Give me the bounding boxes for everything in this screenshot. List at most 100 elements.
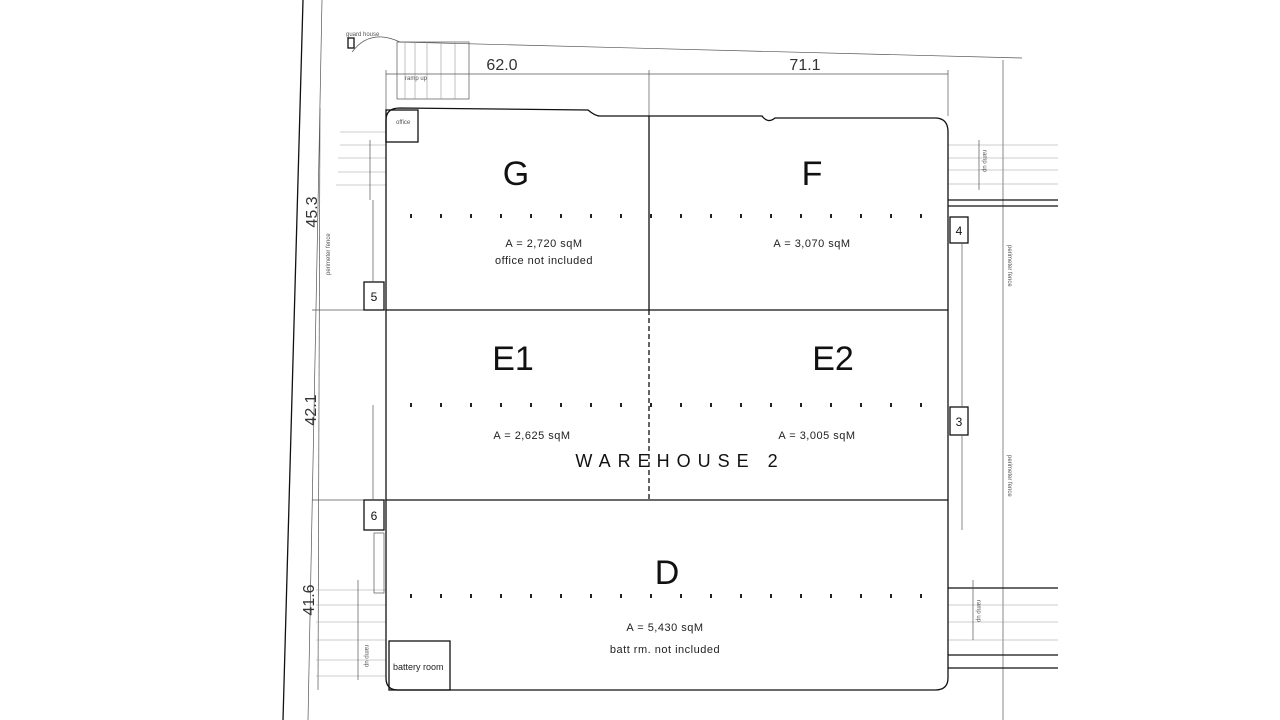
ramp-up-label-right-bottom: ramp up [975, 600, 981, 623]
perimeter-fence-label-2: perimeter fence [1006, 455, 1012, 497]
column-mark [890, 403, 892, 407]
column-mark [920, 214, 922, 218]
column-mark [710, 403, 712, 407]
top-dimension: 62.0 71.1 [385, 57, 949, 116]
office-label: office [396, 120, 411, 126]
column-mark [620, 214, 622, 218]
guard-house-label: guard house [346, 32, 380, 38]
column-grid [410, 214, 922, 598]
dock-3: 3 [949, 406, 969, 436]
column-mark [890, 214, 892, 218]
column-mark [710, 214, 712, 218]
column-mark [500, 594, 502, 598]
svg-text:3: 3 [956, 415, 963, 429]
column-mark [440, 214, 442, 218]
column-mark [470, 214, 472, 218]
column-mark [860, 214, 862, 218]
zone-label-d: D [655, 554, 680, 592]
site-boundary-top [351, 36, 1023, 59]
column-mark [650, 214, 652, 218]
column-mark [470, 594, 472, 598]
zone-area-g: A = 2,720 sqM [505, 238, 582, 250]
zone-label-e2: E2 [812, 340, 854, 378]
office [385, 109, 419, 143]
column-mark [830, 214, 832, 218]
zone-label-g: G [503, 155, 529, 193]
column-mark [530, 403, 532, 407]
zone-f: F A = 3,070 sqM [773, 155, 850, 250]
dock-4: 4 [949, 216, 969, 244]
left-dimension: 45.3 42.1 41.6 [301, 107, 386, 691]
zone-area-d: A = 5,430 sqM [626, 622, 703, 634]
column-mark [680, 594, 682, 598]
column-mark [860, 594, 862, 598]
zone-label-e1: E1 [492, 340, 534, 378]
perimeter-fence-label-left: perimeter fence [326, 233, 332, 275]
column-mark [770, 214, 772, 218]
zone-d: D A = 5,430 sqM batt rm. not included [610, 554, 720, 656]
column-mark [620, 594, 622, 598]
ramp-up-label: ramp up [405, 76, 428, 82]
dimension-41: 41.6 [301, 584, 318, 615]
column-mark [590, 594, 592, 598]
dimension-42: 42.1 [303, 394, 320, 425]
column-mark [710, 594, 712, 598]
column-mark [800, 594, 802, 598]
column-mark [560, 214, 562, 218]
column-mark [830, 403, 832, 407]
svg-text:5: 5 [371, 290, 378, 304]
battery-room-label: battery room [393, 662, 444, 672]
svg-text:6: 6 [371, 509, 378, 523]
column-mark [920, 594, 922, 598]
zone-area-f: A = 3,070 sqM [773, 238, 850, 250]
site-boundary-left [282, 0, 304, 720]
zone-note-d: batt rm. not included [610, 644, 720, 656]
column-mark [620, 403, 622, 407]
column-mark [800, 214, 802, 218]
column-mark [410, 403, 412, 407]
column-mark [410, 214, 412, 218]
column-mark [860, 403, 862, 407]
column-mark [740, 214, 742, 218]
ramp-up-label-left: ramp up [363, 645, 369, 668]
column-mark [650, 594, 652, 598]
column-mark [680, 403, 682, 407]
column-mark [560, 403, 562, 407]
column-mark [440, 403, 442, 407]
left-ramp-bottom: ramp up [316, 580, 386, 680]
column-mark [740, 403, 742, 407]
dimension-45: 45.3 [304, 196, 321, 227]
zone-e2: E2 A = 3,005 sqM [778, 340, 855, 442]
column-mark [740, 594, 742, 598]
dock-6: 6 [363, 499, 385, 531]
column-mark [500, 214, 502, 218]
guard-house [347, 37, 355, 49]
stair-left [373, 532, 385, 594]
column-mark [890, 594, 892, 598]
column-mark [560, 594, 562, 598]
dimension-71: 71.1 [789, 57, 820, 74]
column-mark [500, 403, 502, 407]
column-mark [830, 594, 832, 598]
zone-g: G A = 2,720 sqM office not included [495, 155, 593, 267]
column-mark [440, 594, 442, 598]
zone-label-f: F [802, 155, 823, 193]
column-mark [530, 594, 532, 598]
zone-note-g: office not included [495, 255, 593, 267]
left-ramp-top [336, 131, 386, 200]
column-mark [770, 403, 772, 407]
column-mark [650, 403, 652, 407]
right-ramp-bottom: ramp up [948, 580, 1058, 669]
dimension-62: 62.0 [486, 57, 517, 74]
column-mark [590, 214, 592, 218]
zone-area-e2: A = 3,005 sqM [778, 430, 855, 442]
perimeter-fence-label: perimeter fence [1006, 245, 1012, 287]
dock-5: 5 [363, 281, 385, 311]
column-mark [800, 403, 802, 407]
ramp-up-label-right-top: ramp up [981, 150, 987, 173]
column-mark [680, 214, 682, 218]
column-mark [770, 594, 772, 598]
building-outline [385, 107, 949, 691]
column-mark [920, 403, 922, 407]
column-mark [410, 594, 412, 598]
